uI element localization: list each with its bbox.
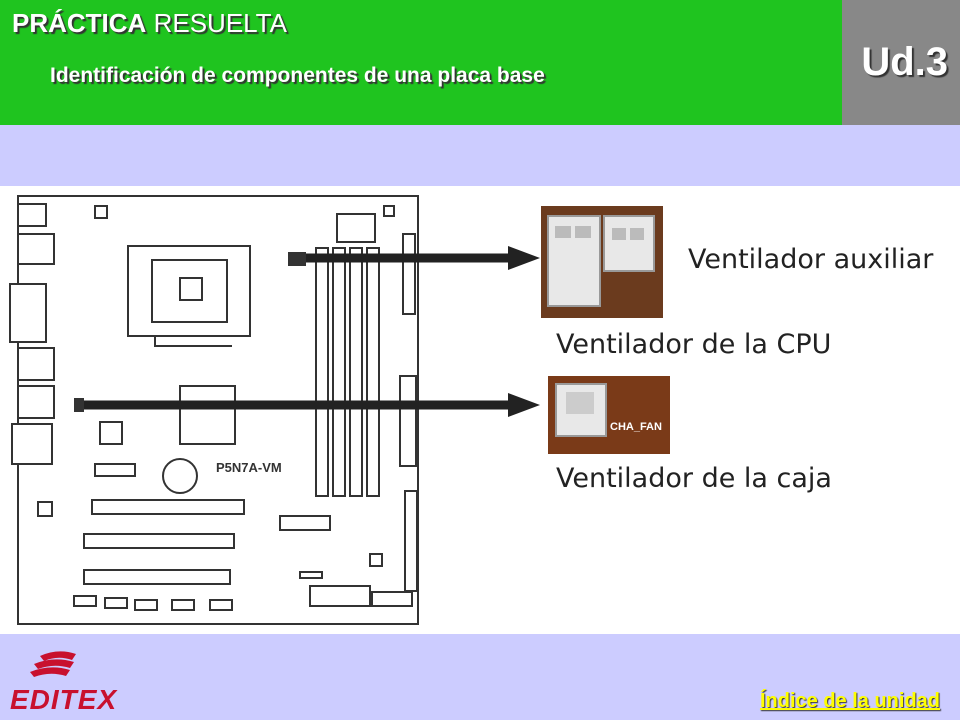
cmos-battery <box>162 458 198 494</box>
ram-slot <box>315 247 329 497</box>
case-fan-arrow-head <box>508 393 540 417</box>
io-connector <box>17 347 55 381</box>
io-vga-port <box>9 283 47 343</box>
motherboard-diagram: P5N7A-VM CHA_FAN <box>9 195 670 625</box>
section-kicker: PRÁCTICA RESUELTA <box>12 8 287 39</box>
editex-logo-mark <box>30 651 76 677</box>
unit-index-link[interactable]: Índice de la unidad <box>759 690 940 712</box>
unit-label: Ud.3 <box>861 40 948 84</box>
ram-slot <box>366 247 380 497</box>
case-fan-header <box>74 398 84 412</box>
kicker-bold: PRÁCTICA <box>12 8 147 38</box>
pci-slot <box>91 499 245 515</box>
io-connector <box>17 233 55 265</box>
photo-connector-label: CHA_FAN <box>610 421 662 433</box>
ram-slot <box>349 247 363 497</box>
io-audio-port <box>11 423 53 465</box>
page-title: Identificación de componentes de una pla… <box>50 64 545 87</box>
header-banner: PRÁCTICA RESUELTA Identificación de comp… <box>0 0 842 125</box>
cpu-fan-label: Ventilador de la CPU <box>556 329 832 360</box>
unit-badge: Ud.3 <box>842 0 960 125</box>
io-connector <box>17 203 47 227</box>
pci-slot <box>83 569 231 585</box>
aux-fan-label: Ventilador auxiliar <box>688 244 934 275</box>
board-model-label: P5N7A-VM <box>216 460 282 475</box>
pci-slot <box>83 533 235 549</box>
ram-slot <box>332 247 346 497</box>
kicker-rest: RESUELTA <box>153 8 287 38</box>
diagram-panel: P5N7A-VM CHA_FAN Ventilador auxiliar Ven… <box>0 186 960 634</box>
aux-fan-header <box>288 252 306 266</box>
case-fan-label: Ventilador de la caja <box>556 463 832 494</box>
io-connector <box>17 385 55 419</box>
aux-fan-arrow-head <box>508 246 540 270</box>
editex-logo-text: EDITEX <box>10 684 118 715</box>
chipset <box>179 385 236 445</box>
